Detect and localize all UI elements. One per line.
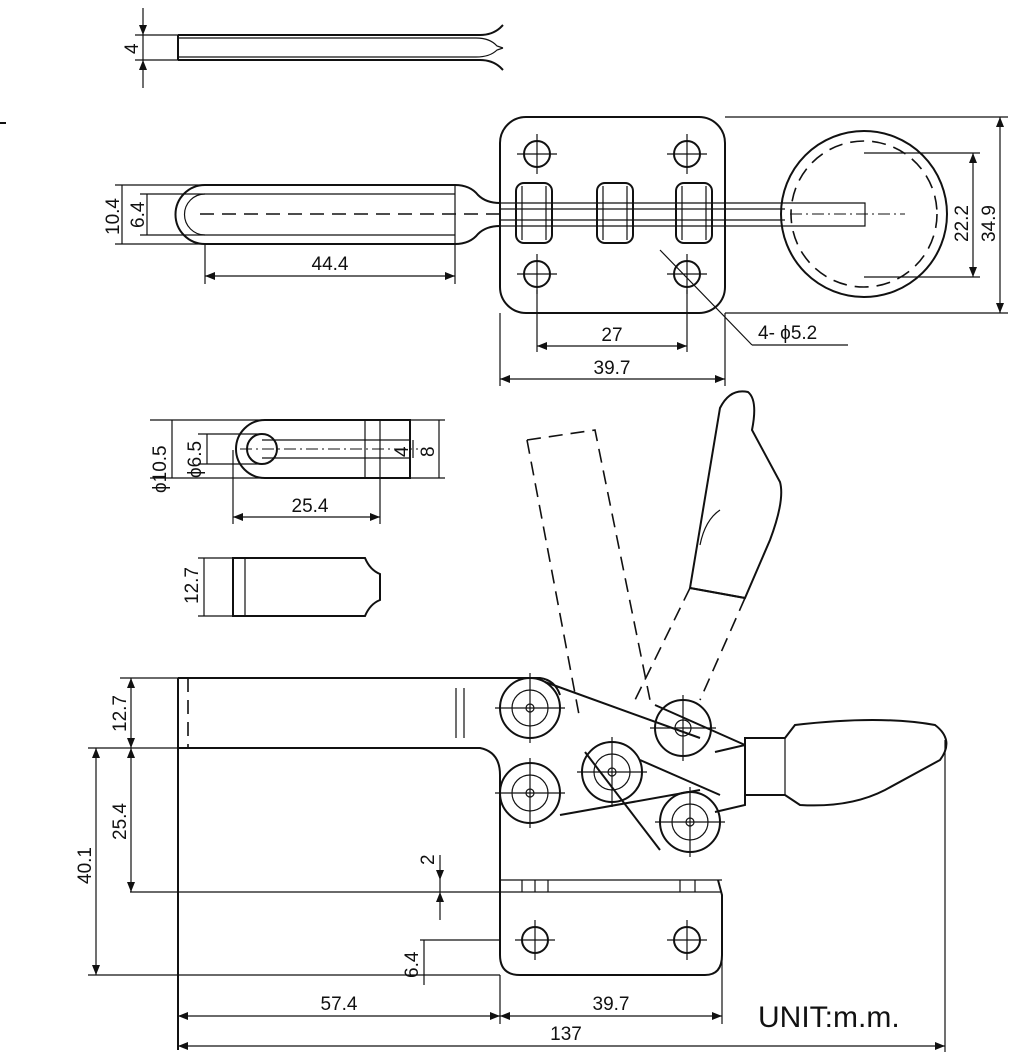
dim-handle-height-inner: 6.4 (128, 201, 149, 228)
unit-label: UNIT:m.m. (758, 1001, 900, 1034)
dim-handle-length: 44.4 (312, 254, 349, 275)
dim-handle-thickness: 4 (122, 43, 143, 54)
dim-side-top: 12.7 (110, 695, 131, 732)
pad-outer (780, 130, 948, 298)
dim-bottom-base: 39.7 (593, 994, 630, 1015)
bar-side-view: 12.7 (182, 557, 381, 617)
dim-bar-length: 25.4 (292, 496, 329, 517)
dim-slot-width: 4 (392, 446, 413, 457)
dim-base-gap: 2 (418, 854, 439, 865)
open-handle-ghost (526, 429, 651, 701)
dim-bar-height: 8 (418, 446, 439, 457)
handle-grip (744, 719, 948, 807)
pivot-blocks (515, 182, 713, 244)
dim-pad-outer: 34.9 (979, 205, 1000, 242)
linkage (495, 673, 746, 857)
raised-handle (688, 390, 783, 600)
dim-handle-height-outer: 10.4 (103, 198, 124, 235)
top-view: 22.2 34.9 10.4 6.4 44.4 27 39.7 4- ϕ5.2 (103, 116, 1008, 386)
dim-bar-diameter-outer: ϕ10.5 (150, 445, 171, 493)
base-plate-outline (499, 116, 726, 314)
dim-pad-inner: 22.2 (952, 205, 973, 242)
dim-side-middle: 25.4 (110, 803, 131, 840)
mounting-holes (517, 134, 707, 294)
dim-bottom-left: 57.4 (321, 994, 358, 1015)
bar-detail-view: ϕ10.5 ϕ6.5 4 8 25.4 (150, 419, 445, 524)
handle-thickness-view: 4 (122, 8, 504, 88)
dim-bar-thickness: 12.7 (182, 567, 203, 604)
dim-overall-length: 137 (550, 1024, 582, 1045)
dim-hole-spacing: 27 (601, 325, 622, 346)
dim-base-plate: 6.4 (402, 951, 423, 978)
dim-hole-spec: 4- ϕ5.2 (758, 323, 817, 344)
dim-bar-diameter-inner: ϕ6.5 (185, 441, 206, 478)
pad-inner (790, 140, 938, 288)
side-view: 12.7 25.4 40.1 2 6.4 57.4 39.7 137 UNIT:… (75, 390, 948, 1052)
dim-side-total: 40.1 (75, 847, 96, 884)
dim-base-width: 39.7 (594, 358, 631, 379)
